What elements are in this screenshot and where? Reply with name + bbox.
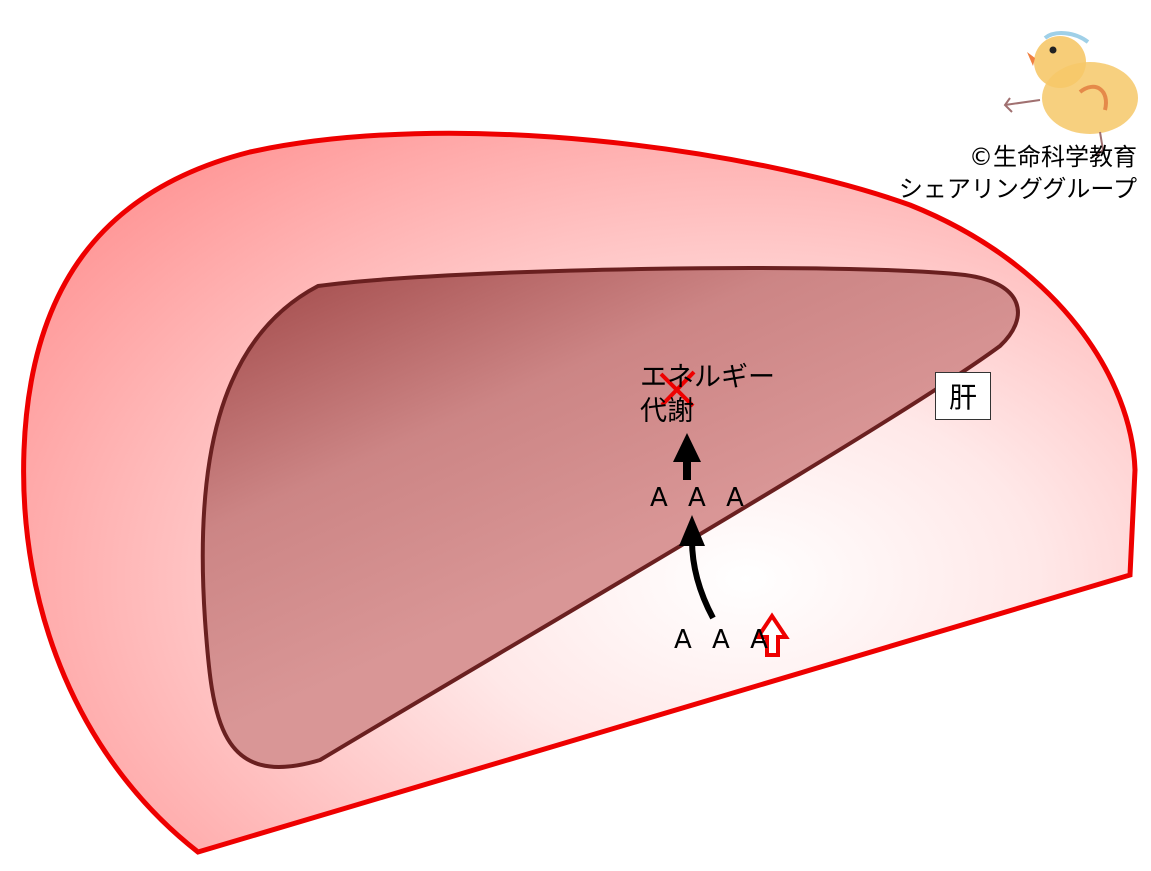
increase-arrow-icon (754, 612, 790, 657)
aaa-blood-label: A A A (674, 625, 774, 655)
copyright-line1: ©生命科学教育 (969, 143, 1137, 171)
arrow-up-icon (673, 433, 701, 480)
chick-illustration (1003, 31, 1138, 157)
liver-shape (200, 266, 1020, 769)
liver-label-box: 肝 (935, 372, 991, 420)
aaa-liver-label: A A A (650, 483, 750, 513)
copyright-line2: シェアリンググループ (898, 175, 1137, 203)
inhibit-x-icon (659, 370, 696, 408)
energy-metabolism-label-line2: 代謝 (640, 396, 694, 427)
curved-arrow-up-icon (679, 515, 716, 620)
energy-metabolism-label-line1: エネルギー (640, 362, 775, 393)
liver-label: 肝 (948, 381, 977, 414)
